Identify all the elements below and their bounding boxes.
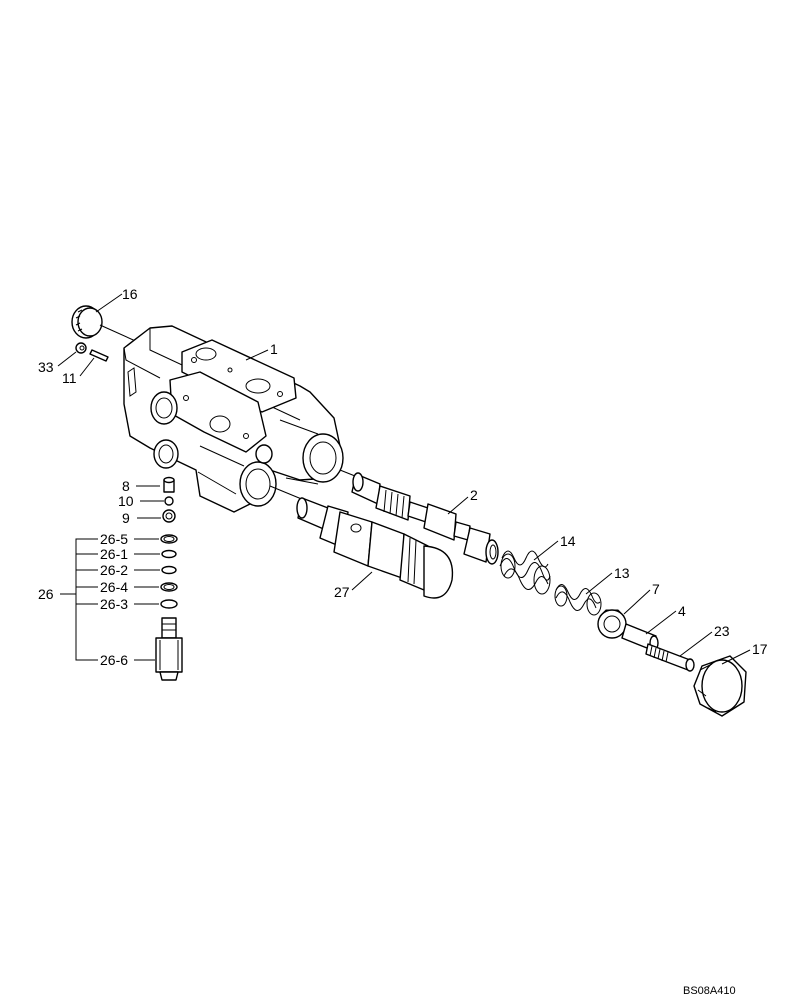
spool-part-2 [339,469,499,565]
spring-part-13 [554,584,602,616]
callout-26-1: 26-1 [100,546,128,562]
bolt-part-23 [645,643,695,672]
callout-26-4: 26-4 [100,579,128,595]
cap-part-17 [693,655,747,717]
ring-part-26-1 [161,549,177,559]
ring-part-26-2 [161,565,177,575]
callout-1: 1 [270,341,278,357]
callout-9: 9 [122,510,130,526]
callout-26-2: 26-2 [100,562,128,578]
callout-27: 27 [334,584,350,600]
callout-8: 8 [122,478,130,494]
callout-14: 14 [560,533,576,549]
spring-part-14 [499,550,551,595]
callout-26-3: 26-3 [100,596,128,612]
nut-part-33 [75,342,87,354]
callout-26: 26 [38,586,54,602]
ring-part-26-3 [160,599,178,609]
plug-part-16 [71,305,103,339]
callout-4: 4 [678,603,686,619]
callout-16: 16 [122,286,138,302]
drawing-code: BS08A410 [683,985,736,997]
leader-lines [57,293,751,665]
nut-part-9 [162,509,176,523]
callout-7: 7 [652,581,660,597]
ring-part-26-4 [160,582,178,592]
ball-part-10 [164,496,174,506]
ring-part-26-5 [160,534,178,544]
relief-valve-part-27 [269,485,454,599]
callout-11: 11 [62,370,77,386]
callout-13: 13 [614,565,630,581]
callout-2: 2 [470,487,478,503]
valve-part-26-6 [155,617,183,681]
callout-10: 10 [118,493,134,509]
plug-part-8 [163,476,175,493]
callout-17: 17 [752,641,768,657]
seat-part-7 [597,609,627,639]
callout-26-6: 26-6 [100,652,128,668]
callout-33: 33 [38,359,54,375]
valve-body-part-1 [123,325,344,513]
callout-labels: 16 33 11 1 2 14 13 7 4 23 17 27 8 10 9 2… [38,286,768,668]
callout-26-5: 26-5 [100,531,128,547]
pin-part-11 [89,349,109,362]
callout-23: 23 [714,623,730,639]
